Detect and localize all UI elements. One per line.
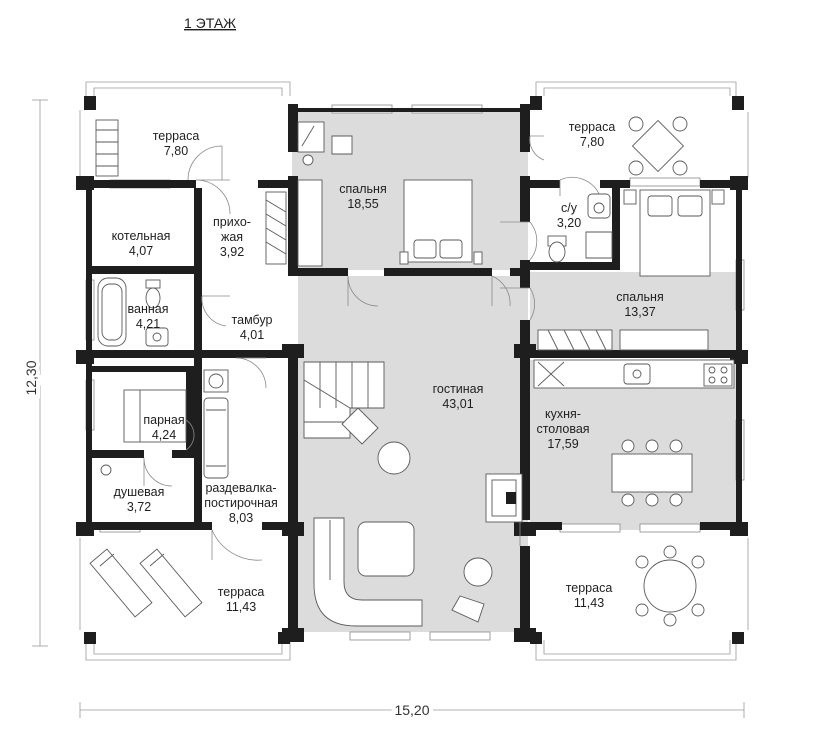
svg-text:18,55: 18,55 — [347, 197, 378, 211]
steam-bench — [123, 389, 187, 443]
svg-text:4,01: 4,01 — [240, 328, 264, 342]
hall-wardrobe — [265, 191, 287, 265]
sun-loungers — [89, 548, 203, 618]
room-label-boiler: котельная 4,07 — [112, 229, 171, 258]
room-label-wc: с/у 3,20 — [557, 201, 581, 230]
shower-drain — [100, 464, 112, 476]
doors — [143, 135, 601, 561]
svg-text:43,01: 43,01 — [442, 397, 473, 411]
svg-text:13,37: 13,37 — [624, 305, 655, 319]
corner-sofa — [313, 517, 423, 627]
svg-text:11,43: 11,43 — [574, 596, 604, 610]
armchair-1 — [341, 407, 379, 445]
svg-text:терраса: терраса — [153, 129, 200, 143]
svg-text:3,72: 3,72 — [127, 500, 151, 514]
coffee-table-round — [377, 441, 411, 475]
floor-title: 1 ЭТАЖ — [184, 15, 236, 31]
svg-text:3,20: 3,20 — [557, 216, 581, 230]
width-dimension: 15,20 — [394, 702, 429, 718]
svg-text:душевая: душевая — [114, 485, 165, 499]
room-label-hall: прихо- жая 3,92 — [213, 215, 251, 259]
room-label-vestibule: тамбур 4,01 — [232, 313, 273, 342]
room-label-living: гостиная 43,01 — [433, 382, 484, 411]
room-label-bedroom-2: спальня 13,37 — [616, 290, 663, 319]
terrace-se-table — [643, 559, 697, 613]
dressing-bench — [203, 397, 229, 479]
side-table — [463, 557, 493, 587]
height-dimension: 12,30 — [23, 360, 39, 395]
terrace-bench — [95, 119, 119, 177]
hall-name: прихо- — [213, 215, 251, 229]
svg-text:котельная: котельная — [112, 229, 171, 243]
bath-toilet — [145, 279, 161, 289]
svg-text:8,03: 8,03 — [229, 511, 253, 525]
svg-text:4,07: 4,07 — [129, 244, 153, 258]
room-label-terrace-ne: терраса 7,80 — [569, 120, 616, 149]
terrace-railings — [79, 81, 749, 661]
hall-name-2: жая — [221, 230, 243, 244]
svg-text:терраса: терраса — [569, 120, 616, 134]
room-label-bath: ванная 4,21 — [128, 302, 169, 331]
svg-text:3,92: 3,92 — [220, 245, 244, 259]
svg-text:гостиная: гостиная — [433, 382, 484, 396]
svg-text:спальня: спальня — [339, 182, 386, 196]
room-label-bedroom-1: спальня 18,55 — [339, 182, 386, 211]
svg-text:7,80: 7,80 — [164, 144, 188, 158]
dressing-name-2: постирочная — [204, 496, 277, 510]
terrace-ne-table — [631, 119, 685, 173]
desk — [297, 121, 325, 153]
room-label-kitchen: кухня- столовая 17,59 — [536, 407, 589, 451]
svg-text:спальня: спальня — [616, 290, 663, 304]
bedroom-2-dresser — [619, 329, 709, 351]
svg-text:4,24: 4,24 — [152, 428, 176, 442]
room-label-shower: душевая 3,72 — [114, 485, 165, 514]
svg-text:7,80: 7,80 — [580, 135, 604, 149]
room-label-steam: парная 4,24 — [143, 413, 184, 442]
room-label-dressing: раздевалка- постирочная 8,03 — [204, 481, 277, 525]
svg-text:терраса: терраса — [218, 585, 265, 599]
svg-text:4,21: 4,21 — [136, 317, 160, 331]
kitchen-name-2: столовая — [536, 422, 589, 436]
svg-text:с/у: с/у — [561, 201, 578, 215]
svg-text:тамбур: тамбур — [232, 313, 273, 327]
room-label-terrace-nw: терраса 7,80 — [153, 129, 200, 158]
svg-text:ванная: ванная — [128, 302, 169, 316]
kitchen-name: кухня- — [545, 407, 581, 421]
svg-text:парная: парная — [143, 413, 184, 427]
svg-text:терраса: терраса — [566, 581, 613, 595]
dining-table — [611, 453, 693, 493]
bedroom-1-wardrobe — [297, 179, 323, 267]
wc-shower — [585, 231, 613, 259]
room-label-terrace-sw: терраса 11,43 — [218, 585, 265, 614]
svg-text:11,43: 11,43 — [226, 600, 256, 614]
svg-text:17,59: 17,59 — [547, 437, 578, 451]
room-label-terrace-se: терраса 11,43 — [566, 581, 613, 610]
bedroom-2-wardrobe — [537, 329, 613, 351]
armchair-2 — [451, 595, 485, 623]
room-labels: терраса 7,80 терраса 7,80 спальня 18,55 … — [112, 120, 664, 614]
bedroom-1-chair — [331, 135, 353, 155]
dimensions: 15,20 12,30 — [19, 99, 745, 722]
living-coffee-table — [357, 521, 415, 577]
kitchen-stove — [703, 363, 733, 387]
walls — [76, 96, 748, 644]
fixtures — [89, 116, 735, 627]
dressing-name: раздевалка- — [205, 481, 276, 495]
